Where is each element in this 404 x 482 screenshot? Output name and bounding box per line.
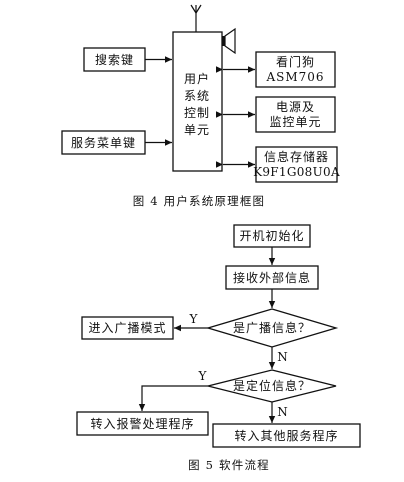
location-no-label: N xyxy=(277,405,289,419)
alarm-handling-block: 转入报警处理程序 xyxy=(76,411,209,436)
broadcast-decision-label: 是广播信息？ xyxy=(233,320,311,335)
receive-block: 接收外部信息 xyxy=(225,265,319,308)
figure-5-caption: 图 5 软件流程 xyxy=(188,458,270,472)
search-key-block: 搜索键 xyxy=(83,47,172,72)
user-unit-line-2: 系统 xyxy=(184,89,210,103)
figure-5-flowchart: 开机初始化 接收外部信息 是广播信息？ Y N 进入广播模式 是定位信息？ xyxy=(76,224,361,472)
power-monitor-label-1: 电源及 xyxy=(276,100,315,114)
user-unit-line-4: 单元 xyxy=(184,123,210,137)
location-yes-arrow xyxy=(138,385,208,411)
receive-label: 接收外部信息 xyxy=(233,270,311,285)
watchdog-block: 看门狗 ASM706 xyxy=(216,51,336,88)
location-decision: 是定位信息？ Y N xyxy=(138,369,337,423)
enter-broadcast-block: 进入广播模式 xyxy=(81,316,174,340)
broadcast-yes-label: Y xyxy=(189,312,199,326)
power-monitor-label-2: 监控单元 xyxy=(269,115,321,129)
power-monitor-block: 电源及 监控单元 xyxy=(216,96,336,133)
start-block: 开机初始化 xyxy=(233,224,311,265)
start-label: 开机初始化 xyxy=(239,229,304,243)
alarm-handling-label: 转入报警处理程序 xyxy=(90,416,194,431)
user-unit-line-3: 控制 xyxy=(184,106,210,120)
search-key-label: 搜索键 xyxy=(95,52,134,67)
user-system-control-unit: 用户 系统 控制 单元 xyxy=(172,31,223,172)
info-storage-label-2: K9F1G08U0A xyxy=(253,165,340,179)
location-decision-label: 是定位信息？ xyxy=(233,378,311,393)
location-yes-label: Y xyxy=(198,369,208,383)
broadcast-no-label: N xyxy=(277,350,289,364)
service-menu-key-block: 服务菜单键 xyxy=(61,130,172,155)
figure-4-block-diagram: 用户 系统 控制 单元 搜索键 服务菜单键 看门狗 ASM706 电源及 xyxy=(61,4,340,208)
antenna-icon xyxy=(190,4,202,32)
info-storage-label-1: 信息存储器 xyxy=(264,149,329,164)
broadcast-decision: 是广播信息？ Y N xyxy=(174,308,339,369)
info-storage-block: 信息存储器 K9F1G08U0A xyxy=(216,146,340,183)
figure-4-caption: 图 4 用户系统原理框图 xyxy=(133,194,266,208)
watchdog-label-2: ASM706 xyxy=(265,70,324,84)
watchdog-label-1: 看门狗 xyxy=(276,54,315,69)
other-services-label: 转入其他服务程序 xyxy=(234,428,338,443)
user-unit-line-1: 用户 xyxy=(184,71,210,86)
service-menu-key-label: 服务菜单键 xyxy=(71,135,136,150)
other-services-block: 转入其他服务程序 xyxy=(212,423,361,448)
enter-broadcast-label: 进入广播模式 xyxy=(88,321,166,335)
